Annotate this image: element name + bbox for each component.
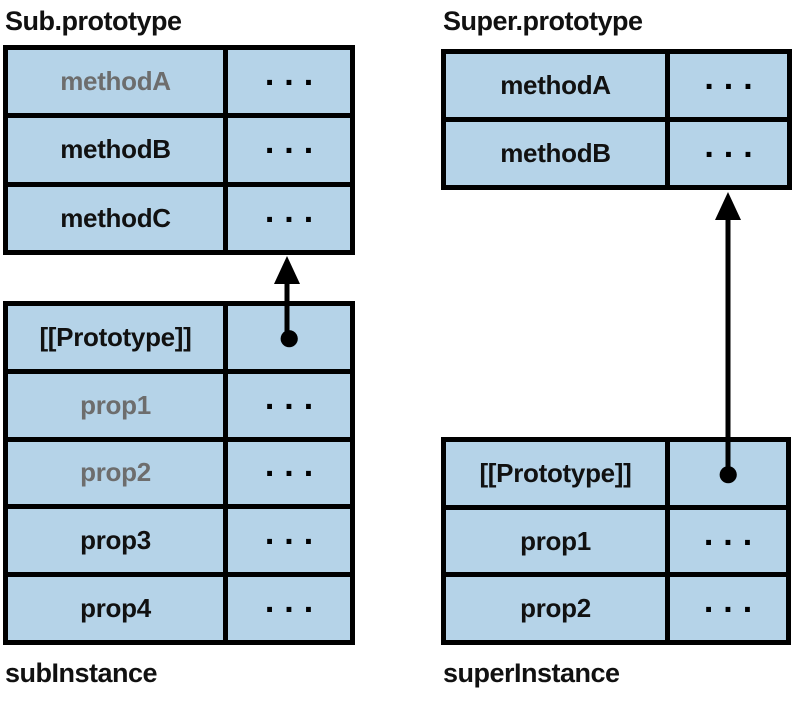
property-name-cell: prop2 <box>80 457 151 488</box>
property-value-cell: ... <box>223 373 350 437</box>
property-value-cell: ... <box>665 122 787 185</box>
table-row: prop4... <box>8 572 350 640</box>
table-row: [[Prototype]] ● <box>8 306 350 369</box>
sub-instance-label: subInstance <box>5 658 158 688</box>
property-name-cell: [[Prototype]] <box>39 321 192 352</box>
property-name-cell: prop1 <box>520 525 591 556</box>
property-value-cell: ... <box>665 54 787 117</box>
property-value-cell: ... <box>223 577 350 640</box>
property-name-cell: prop1 <box>80 389 151 420</box>
property-value-cell: ... <box>665 577 786 641</box>
sub-instance-table: [[Prototype]]●prop1...prop2...prop3...pr… <box>3 301 355 645</box>
property-value-cell: ... <box>223 118 350 182</box>
property-name-cell: prop4 <box>80 593 151 624</box>
super-instance-table: [[Prototype]]●prop1...prop2... <box>441 437 791 645</box>
property-name-cell: methodA <box>60 66 171 97</box>
property-name-cell: prop3 <box>80 525 151 556</box>
table-row: methodA... <box>446 54 787 117</box>
table-row: prop1... <box>8 368 350 437</box>
table-row: methodB... <box>446 117 787 185</box>
property-value-cell: ... <box>665 509 786 573</box>
table-row: prop2... <box>446 572 786 641</box>
super-instance-label: superInstance <box>443 658 620 688</box>
table-row: prop3... <box>8 504 350 573</box>
super-prototype-title: Super.prototype <box>443 6 643 36</box>
property-name-cell: prop2 <box>520 593 591 624</box>
pointer-dot: ● <box>665 442 786 505</box>
table-row: methodB... <box>8 113 350 182</box>
super-prototype-table: methodA...methodB... <box>441 49 792 190</box>
property-name-cell: methodA <box>500 70 611 100</box>
table-row: [[Prototype]] ● <box>446 442 786 505</box>
table-row: prop1... <box>446 504 786 573</box>
pointer-dot: ● <box>223 306 350 369</box>
property-value-cell: ... <box>223 186 350 250</box>
property-name-cell: [[Prototype]] <box>479 457 632 488</box>
property-name-cell: methodC <box>60 202 171 233</box>
super-prototype-arrow <box>715 192 741 472</box>
arrowhead-up-icon <box>274 256 300 284</box>
property-value-cell: ... <box>223 441 350 505</box>
sub-prototype-title: Sub.prototype <box>5 6 182 36</box>
property-name-cell: methodB <box>60 134 171 165</box>
property-value-cell: ... <box>223 50 350 114</box>
arrowhead-up-icon <box>715 192 741 220</box>
table-row: methodA... <box>8 50 350 114</box>
property-name-cell: methodB <box>500 138 611 168</box>
table-row: prop2... <box>8 436 350 505</box>
sub-prototype-table: methodA...methodB...methodC... <box>3 45 355 255</box>
property-value-cell: ... <box>223 509 350 573</box>
table-row: methodC... <box>8 181 350 250</box>
